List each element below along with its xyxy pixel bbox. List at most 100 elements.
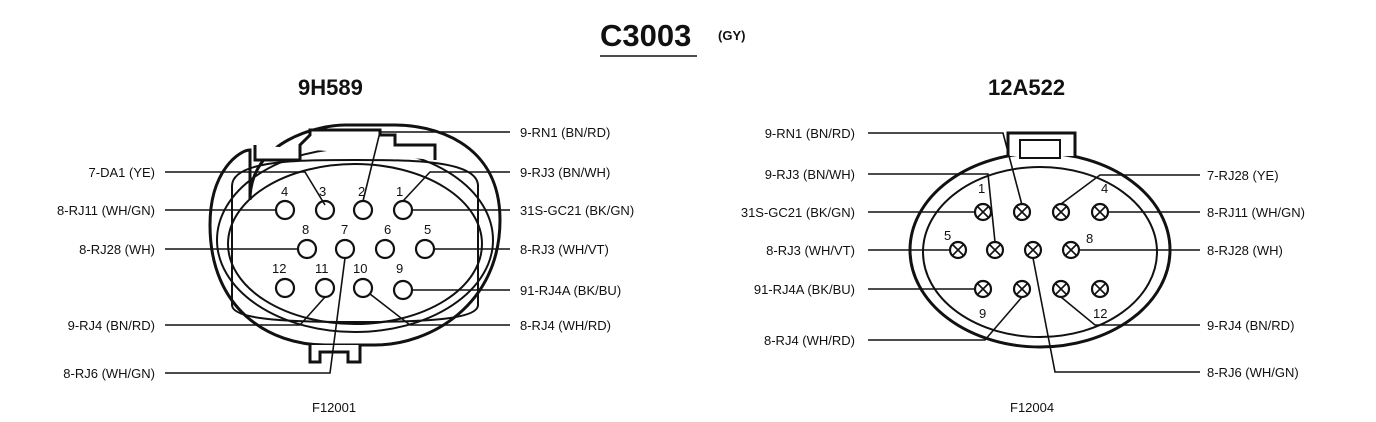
- left-connector: 9H589 1 2 3: [57, 75, 634, 415]
- left-pin-6: [374, 238, 396, 260]
- right-terminal: [948, 240, 968, 260]
- left-pin-12: [274, 277, 296, 299]
- left-top-latch: [253, 128, 437, 162]
- left-leader-pin-7: [165, 257, 346, 374]
- left-leader-pin-10: [369, 293, 510, 326]
- left-pin-11: [314, 277, 336, 299]
- right-leader: [1060, 174, 1200, 205]
- wire-label: 8-RJ4 (WH/RD): [520, 318, 611, 333]
- left-leader-pin-1: [402, 171, 510, 202]
- wire-label: 8-RJ11 (WH/GN): [57, 203, 155, 218]
- wire-label: 9-RJ3 (BN/WH): [765, 167, 855, 182]
- wire-label: 8-RJ4 (WH/RD): [764, 333, 855, 348]
- wire-label: 7-DA1 (YE): [89, 165, 155, 180]
- wire-label: 91-RJ4A (BK/BU): [754, 282, 855, 297]
- right-leaders: [868, 132, 1200, 373]
- right-terminals: [948, 202, 1110, 299]
- right-terminal: [973, 279, 993, 299]
- wire-label: 8-RJ28 (WH): [1207, 243, 1283, 258]
- left-leader-pin-2: [362, 131, 510, 202]
- left-pin-number: 2: [358, 184, 365, 199]
- wire-label: 91-RJ4A (BK/BU): [520, 283, 621, 298]
- left-pin-number: 5: [424, 222, 431, 237]
- left-pin-8: [296, 238, 318, 260]
- right-figure-number: F12004: [1010, 400, 1054, 415]
- right-leader: [868, 173, 996, 243]
- right-terminal: [1090, 279, 1110, 299]
- left-pin-number: 12: [272, 261, 286, 276]
- left-pins: [274, 199, 436, 301]
- left-pin-3: [314, 199, 336, 221]
- right-top-key-inner: [1019, 139, 1061, 159]
- left-pin-10: [352, 277, 374, 299]
- diagram-title: C3003 (GY): [600, 18, 745, 57]
- right-terminal: [1051, 279, 1071, 299]
- wire-label: 31S-GC21 (BK/GN): [741, 205, 855, 220]
- wire-label: 9-RJ4 (BN/RD): [1207, 318, 1294, 333]
- right-terminal: [1061, 240, 1081, 260]
- connector-id: C3003: [600, 18, 691, 53]
- right-leader: [868, 132, 1023, 206]
- left-leaders: [165, 131, 510, 374]
- left-pin-4: [274, 199, 296, 221]
- right-top-key: [1006, 131, 1077, 156]
- left-bottom-key: [308, 345, 362, 364]
- wire-label: 9-RN1 (BN/RD): [765, 126, 855, 141]
- wire-label: 8-RJ6 (WH/GN): [1207, 365, 1299, 380]
- wire-label: 31S-GC21 (BK/GN): [520, 203, 634, 218]
- left-wire-labels: 7-DA1 (YE) 8-RJ11 (WH/GN) 8-RJ28 (WH) 9-…: [57, 125, 634, 381]
- left-pin-2: [352, 199, 374, 221]
- left-pin-number: 6: [384, 222, 391, 237]
- wire-label: 8-RJ11 (WH/GN): [1207, 205, 1305, 220]
- wire-label: 7-RJ28 (YE): [1207, 168, 1279, 183]
- left-pin-number: 10: [353, 261, 367, 276]
- wire-label: 9-RJ3 (BN/WH): [520, 165, 610, 180]
- right-terminal: [1090, 202, 1110, 222]
- right-terminal: [1023, 240, 1043, 260]
- right-terminal: [985, 240, 1005, 260]
- right-terminal: [1051, 202, 1071, 222]
- wire-label: 9-RJ4 (BN/RD): [68, 318, 155, 333]
- wire-label: 9-RN1 (BN/RD): [520, 125, 610, 140]
- right-wire-labels: 9-RN1 (BN/RD) 9-RJ3 (BN/WH) 31S-GC21 (BK…: [741, 126, 1305, 380]
- right-pin-number: 1: [978, 181, 985, 196]
- right-pin-number: 12: [1093, 306, 1107, 321]
- left-pin-9: [392, 279, 414, 301]
- color-code: (GY): [718, 28, 745, 43]
- left-pin-5: [414, 238, 436, 260]
- left-pin-number: 1: [396, 184, 403, 199]
- right-connector: 12A522 1 4 5 8: [741, 75, 1305, 415]
- left-pin-number: 8: [302, 222, 309, 237]
- right-leader: [1032, 257, 1200, 373]
- left-pin-number: 3: [319, 184, 326, 199]
- left-pin-number: 7: [341, 222, 348, 237]
- left-pin-number: 4: [281, 184, 288, 199]
- right-pin-numbers: 1 4 5 8 9 12: [944, 181, 1108, 321]
- left-housing: [208, 123, 502, 364]
- right-pin-number: 9: [979, 306, 986, 321]
- right-pin-number: 5: [944, 228, 951, 243]
- right-leader: [868, 296, 1023, 341]
- left-part-number: 9H589: [298, 75, 363, 100]
- left-leader-pin-3: [165, 171, 326, 206]
- right-inner-ring: [922, 166, 1158, 338]
- left-leader-pin-11: [165, 296, 326, 326]
- left-pin-number: 11: [315, 261, 329, 276]
- wire-label: 8-RJ3 (WH/VT): [766, 243, 855, 258]
- right-terminal: [1012, 279, 1032, 299]
- wire-label: 8-RJ6 (WH/GN): [63, 366, 155, 381]
- left-pin-numbers: 1 2 3 4 5 6 7 8 9 10 11 12: [272, 184, 431, 276]
- right-terminal: [1012, 202, 1032, 222]
- left-inner-ring: [227, 163, 483, 325]
- wire-label: 8-RJ3 (WH/VT): [520, 242, 609, 257]
- left-pin-7: [334, 238, 356, 260]
- left-pin-1: [392, 199, 414, 221]
- right-leader: [1060, 296, 1200, 326]
- left-pin-number: 9: [396, 261, 403, 276]
- right-pin-number: 4: [1101, 181, 1108, 196]
- right-part-number: 12A522: [988, 75, 1065, 100]
- left-insert-face: [231, 159, 479, 324]
- wire-label: 8-RJ28 (WH): [79, 242, 155, 257]
- right-terminal: [973, 202, 993, 222]
